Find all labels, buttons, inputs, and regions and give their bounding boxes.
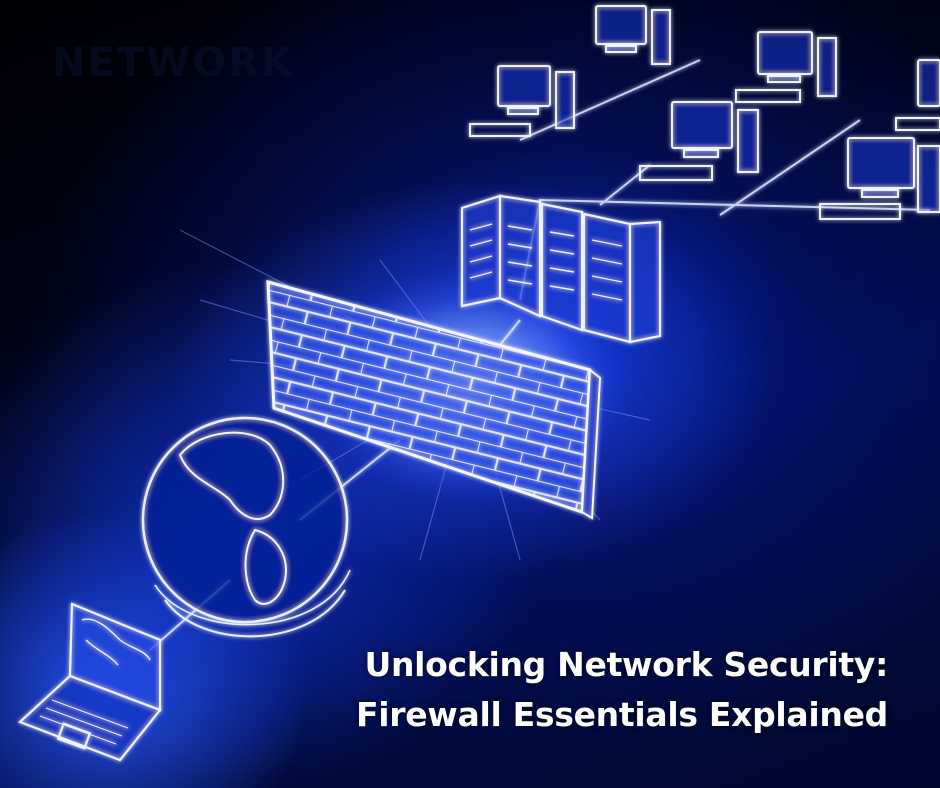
- headline: Unlocking Network Security: Firewall Ess…: [288, 640, 888, 740]
- desktop-workstation-icon: [469, 5, 940, 220]
- server-rack-icon: [460, 194, 662, 344]
- watermark-logo: NETWORK: [52, 40, 295, 86]
- firewall-wall-icon: [266, 280, 602, 520]
- laptop-icon: [17, 602, 162, 762]
- headline-line-1: Unlocking Network Security:: [364, 645, 888, 684]
- headline-line-2: Firewall Essentials Explained: [355, 695, 888, 734]
- globe-icon: [141, 416, 351, 638]
